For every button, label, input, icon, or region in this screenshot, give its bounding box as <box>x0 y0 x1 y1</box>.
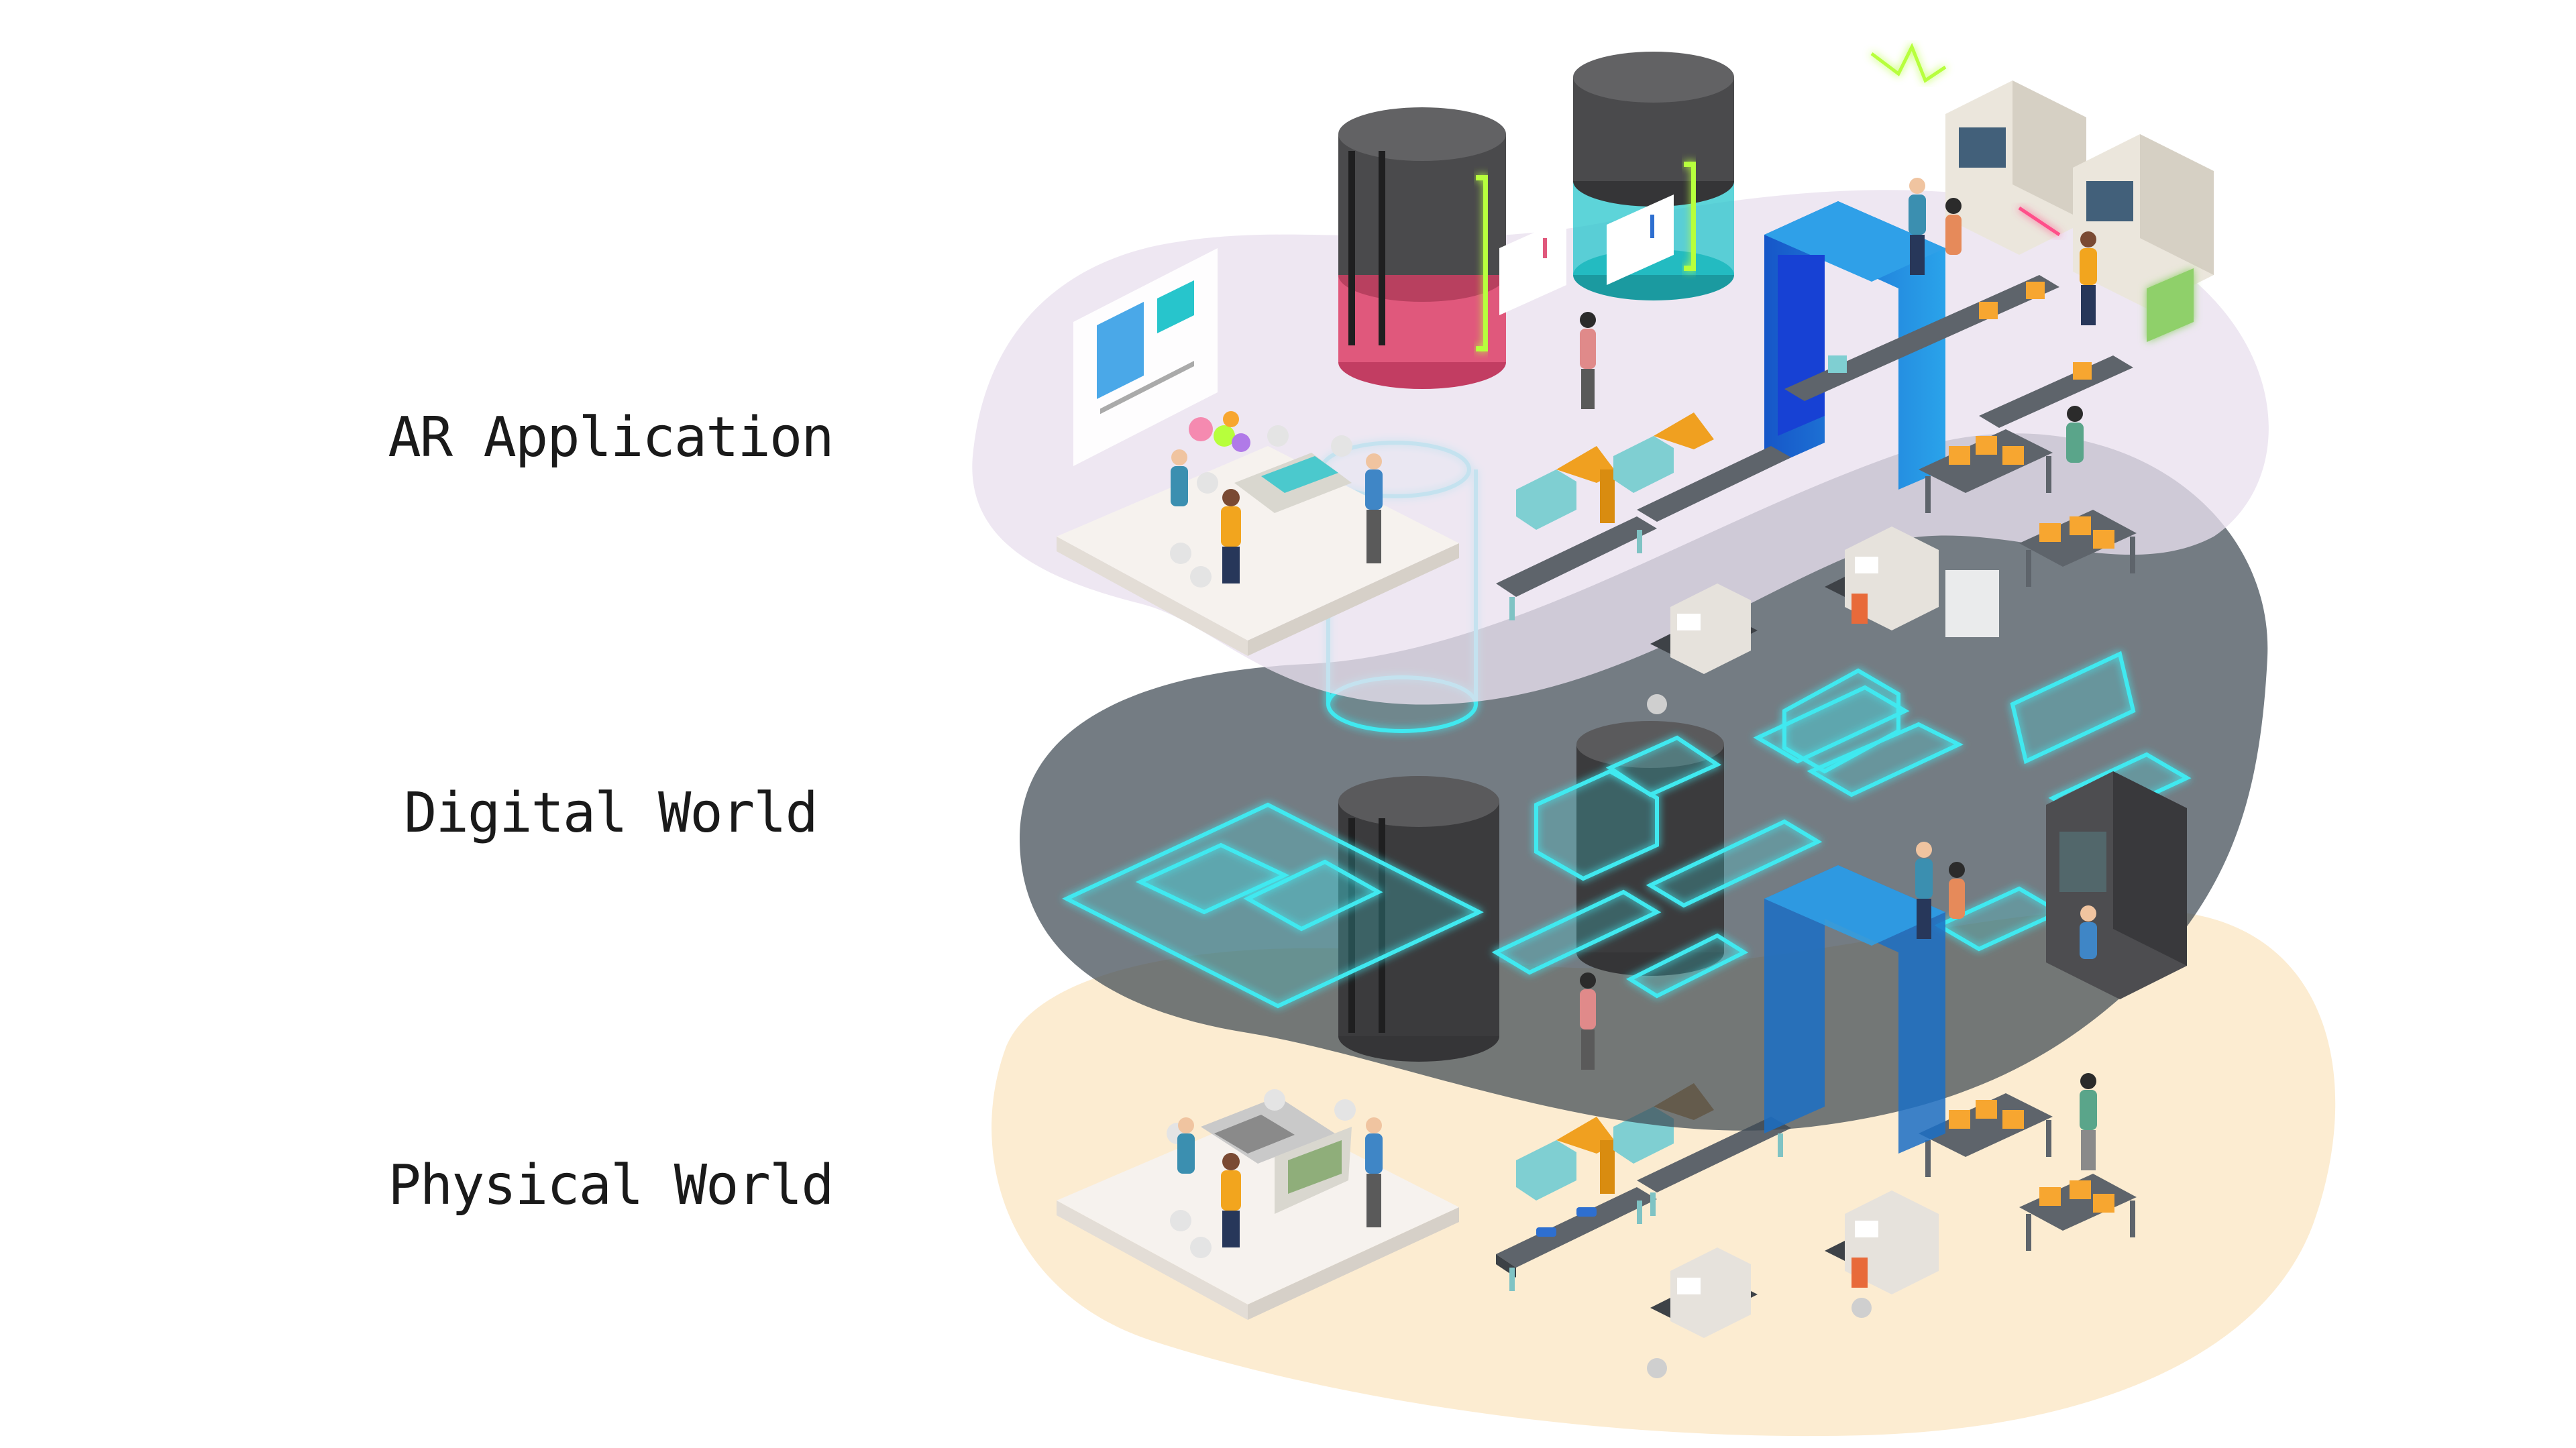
worker-figure-icon <box>1171 449 1188 506</box>
database-icon <box>1338 107 1506 389</box>
worker-figure-icon <box>1945 198 1962 255</box>
digital-world-label: Digital World <box>376 781 845 845</box>
worker-figure-icon <box>2066 406 2084 463</box>
server-rack-icon <box>2046 771 2187 999</box>
ar-signal-line <box>1872 47 1945 80</box>
ar-application-label: AR Application <box>376 406 845 469</box>
physical-world-label: Physical World <box>376 1154 845 1217</box>
worker-figure-icon <box>1177 1117 1195 1174</box>
worker-figure-icon <box>1949 862 1965 919</box>
worker-figure-icon <box>2080 905 2097 959</box>
